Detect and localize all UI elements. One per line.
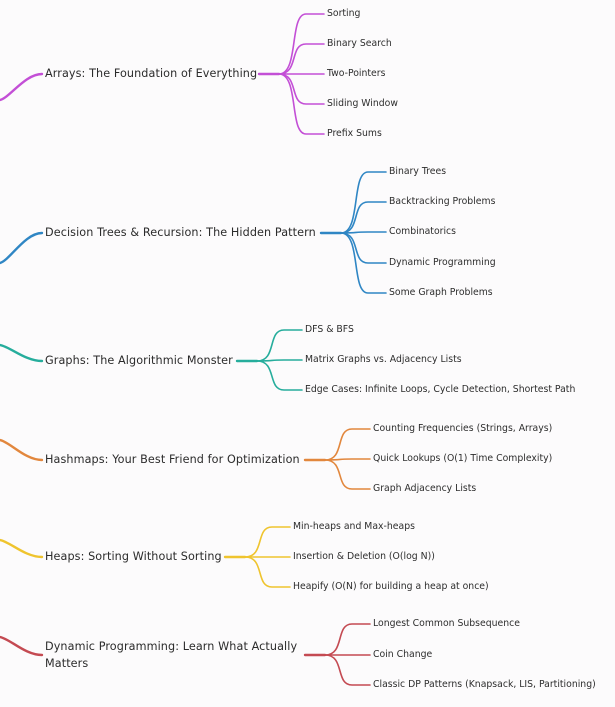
leaf-graph-adjacency[interactable]: Graph Adjacency Lists [373, 483, 477, 494]
branch-0-0 [278, 13, 325, 75]
leaf-combinatorics[interactable]: Combinatorics [389, 226, 457, 237]
root-link-4 [0, 538, 44, 559]
branch-0-3 [278, 73, 325, 105]
branch-2-1 [256, 359, 303, 362]
branch-2-2 [256, 360, 303, 391]
leaf-sliding-window[interactable]: Sliding Window [327, 98, 398, 109]
leaf-sorting[interactable]: Sorting [327, 8, 361, 19]
root-link-2 [0, 343, 44, 363]
leaf-lcs[interactable]: Longest Common Subsequence [373, 618, 520, 629]
root-link-3 [0, 438, 44, 462]
root-link-1 [0, 231, 44, 265]
leaf-heapify[interactable]: Heapify (O(N) for building a heap at onc… [293, 581, 489, 592]
topic-heaps[interactable]: Heaps: Sorting Without Sorting [45, 550, 222, 563]
topic-hashmaps[interactable]: Hashmaps: Your Best Friend for Optimizat… [45, 453, 300, 466]
branch-1-1 [340, 201, 387, 234]
root-link-5 [0, 635, 44, 657]
topic-dynamic-programming[interactable]: Dynamic Programming: Learn What Actually… [45, 640, 298, 670]
leaf-graph-problems[interactable]: Some Graph Problems [389, 287, 493, 298]
leaf-classic-dp[interactable]: Classic DP Patterns (Knapsack, LIS, Part… [373, 679, 596, 690]
leaf-counting-frequencies[interactable]: Counting Frequencies (Strings, Arrays) [373, 423, 553, 434]
branch-3-2 [324, 459, 371, 490]
branch-1-2 [340, 231, 387, 234]
branch-2-0 [256, 329, 303, 362]
leaf-insertion-deletion[interactable]: Insertion & Deletion (O(log N)) [293, 551, 435, 562]
branch-1-3 [340, 232, 387, 264]
topic-decision-trees[interactable]: Decision Trees & Recursion: The Hidden P… [45, 226, 316, 239]
leaf-prefix-sums[interactable]: Prefix Sums [327, 128, 382, 139]
branch-3-0 [324, 428, 371, 461]
topic-graphs[interactable]: Graphs: The Algorithmic Monster [45, 354, 233, 367]
branch-5-2 [324, 654, 371, 686]
leaf-binary-search[interactable]: Binary Search [327, 38, 392, 49]
topic-arrays[interactable]: Arrays: The Foundation of Everything [45, 67, 258, 80]
leaf-coin-change[interactable]: Coin Change [373, 649, 433, 660]
leaf-dfs-bfs[interactable]: DFS & BFS [305, 324, 354, 335]
leaf-edge-cases[interactable]: Edge Cases: Infinite Loops, Cycle Detect… [305, 384, 576, 395]
leaf-dynamic-programming[interactable]: Dynamic Programming [389, 257, 496, 268]
leaf-binary-trees[interactable]: Binary Trees [389, 166, 447, 177]
branch-4-0 [244, 526, 291, 558]
branch-3-1 [324, 458, 371, 461]
leaf-matrix-graphs[interactable]: Matrix Graphs vs. Adjacency Lists [305, 354, 462, 365]
branch-1-4 [340, 232, 387, 294]
branch-1-0 [340, 171, 387, 234]
branch-5-0 [324, 623, 371, 656]
leaf-min-max-heaps[interactable]: Min-heaps and Max-heaps [293, 521, 415, 532]
branch-0-1 [278, 43, 325, 75]
root-link-0 [0, 72, 44, 102]
leaf-quick-lookups[interactable]: Quick Lookups (O(1) Time Complexity) [373, 453, 553, 464]
leaf-two-pointers[interactable]: Two-Pointers [327, 68, 386, 79]
branch-0-4 [278, 73, 325, 135]
branch-4-2 [244, 556, 291, 588]
leaf-backtracking[interactable]: Backtracking Problems [389, 196, 496, 207]
